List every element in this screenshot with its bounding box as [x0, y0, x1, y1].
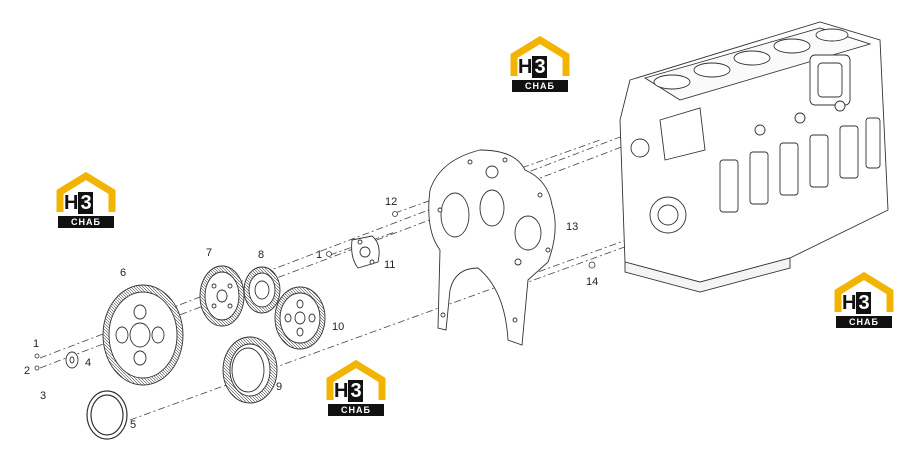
washer-4 [65, 351, 79, 369]
part-label: 8 [258, 249, 264, 261]
part-label: 1 [33, 338, 39, 350]
house-roof-icon [326, 360, 386, 400]
ring-gear-9 [222, 336, 278, 404]
part-label: 14 [586, 276, 598, 288]
watermark-sub: CHAБ [836, 316, 892, 328]
part-label: 1 [316, 249, 322, 261]
part-label: 11 [384, 259, 395, 271]
house-roof-icon [510, 36, 570, 76]
watermark-sub: CHAБ [328, 404, 384, 416]
gear-7 [199, 265, 245, 327]
part-label: 4 [85, 357, 91, 369]
house-roof-icon [834, 272, 894, 312]
part-label: 2 [24, 365, 30, 377]
part-label: 12 [385, 196, 397, 208]
part-label: 13 [566, 221, 578, 233]
house-roof-icon [56, 172, 116, 212]
gear-10 [274, 286, 326, 350]
part-label: 10 [332, 321, 344, 333]
engine-block [619, 21, 889, 293]
gear-6 [102, 284, 184, 386]
gear-8 [243, 266, 281, 314]
part-labels: 1 2 3 4 5 6 7 8 9 10 11 12 13 14 1 [24, 196, 598, 431]
part-label: 9 [276, 381, 282, 393]
seal-ring-5 [86, 390, 128, 440]
part-label: 3 [40, 390, 46, 402]
part-label: 6 [120, 267, 126, 279]
rear-plate [428, 149, 556, 346]
watermark-sub: CHAБ [512, 80, 568, 92]
bolts [34, 211, 596, 371]
part-label: 7 [206, 247, 212, 259]
part-label: 5 [130, 419, 136, 431]
bracket [351, 235, 380, 269]
watermark-sub: CHAБ [58, 216, 114, 228]
